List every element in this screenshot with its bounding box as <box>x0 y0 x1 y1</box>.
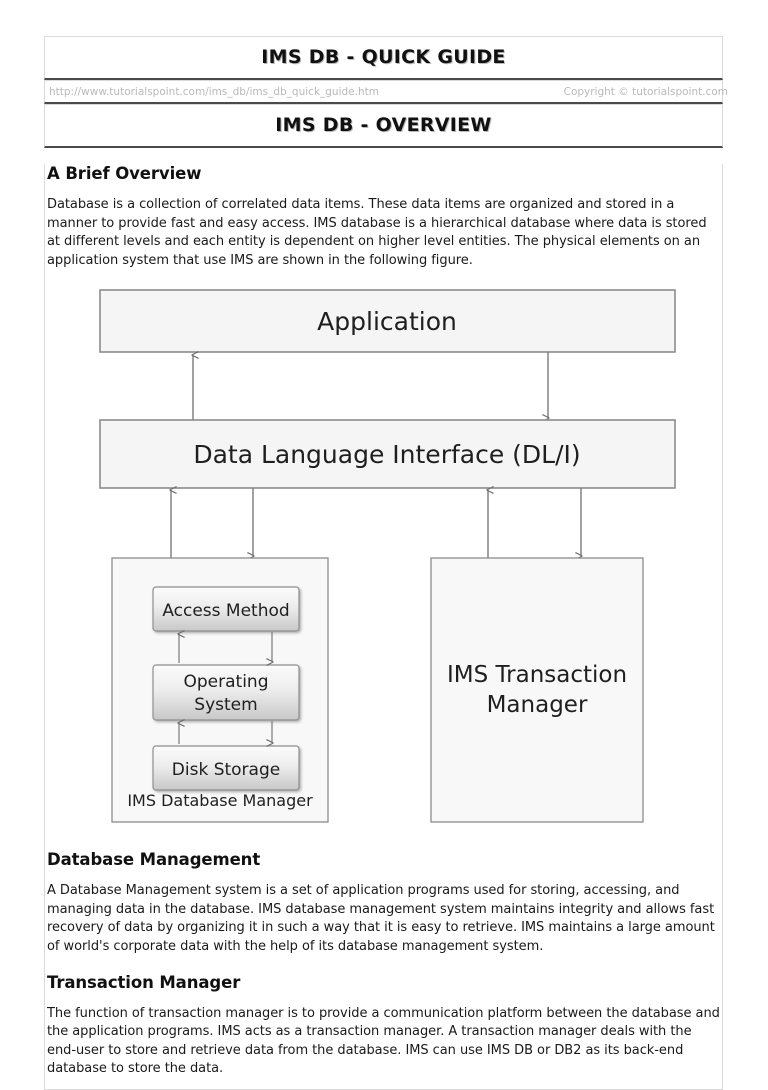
section-heading-brief-overview: A Brief Overview <box>47 164 202 183</box>
diagram-box-ims-transaction-manager <box>430 557 644 823</box>
diagram-label-ims-transaction-manager-line1: IMS Transaction <box>447 662 627 688</box>
diagram-label-disk-storage: Disk Storage <box>172 760 280 780</box>
diagram-label-operating-system-line1: Operating <box>184 672 269 692</box>
ims-architecture-diagram: Application Data Language Interface (DL/… <box>47 282 722 834</box>
guide-title: IMS DB - QUICK GUIDE <box>261 46 506 68</box>
diagram-label-ims-database-manager: IMS Database Manager <box>127 791 313 810</box>
section-paragraph-brief-overview: Database is a collection of correlated d… <box>47 197 707 268</box>
diagram-label-application: Application <box>317 307 457 336</box>
diagram-box-access-method <box>152 586 300 632</box>
copyright-notice: Copyright © tutorialspoint.com <box>563 86 728 98</box>
chapter-title-bar: IMS DB - OVERVIEW <box>44 104 723 148</box>
document-page: IMS DB - QUICK GUIDE http://www.tutorial… <box>44 36 728 1090</box>
diagram-box-application <box>99 289 676 354</box>
diagram-label-operating-system-line2: System <box>194 695 257 715</box>
section-paragraph-database-management: A Database Management system is a set of… <box>47 883 715 955</box>
section-heading-database-management: Database Management <box>47 850 261 870</box>
diagram-label-dli: Data Language Interface (DL/I) <box>193 440 580 469</box>
page-meta-row: http://www.tutorialspoint.com/ims_db/ims… <box>44 80 728 104</box>
diagram-label-access-method: Access Method <box>162 601 289 621</box>
diagram-box-dli <box>99 419 676 490</box>
diagram-box-disk-storage <box>152 745 300 791</box>
diagram-box-operating-system <box>152 664 300 721</box>
diagram-label-ims-transaction-manager-line2: Manager <box>487 692 588 718</box>
source-url: http://www.tutorialspoint.com/ims_db/ims… <box>49 86 379 98</box>
section-heading-transaction-manager: Transaction Manager <box>47 972 241 992</box>
section-paragraph-transaction-manager: The function of transaction manager is t… <box>47 1005 720 1077</box>
guide-title-bar: IMS DB - QUICK GUIDE <box>44 36 723 80</box>
chapter-title: IMS DB - OVERVIEW <box>275 114 492 136</box>
document-content: A Brief Overview Database is a collectio… <box>44 164 723 1090</box>
